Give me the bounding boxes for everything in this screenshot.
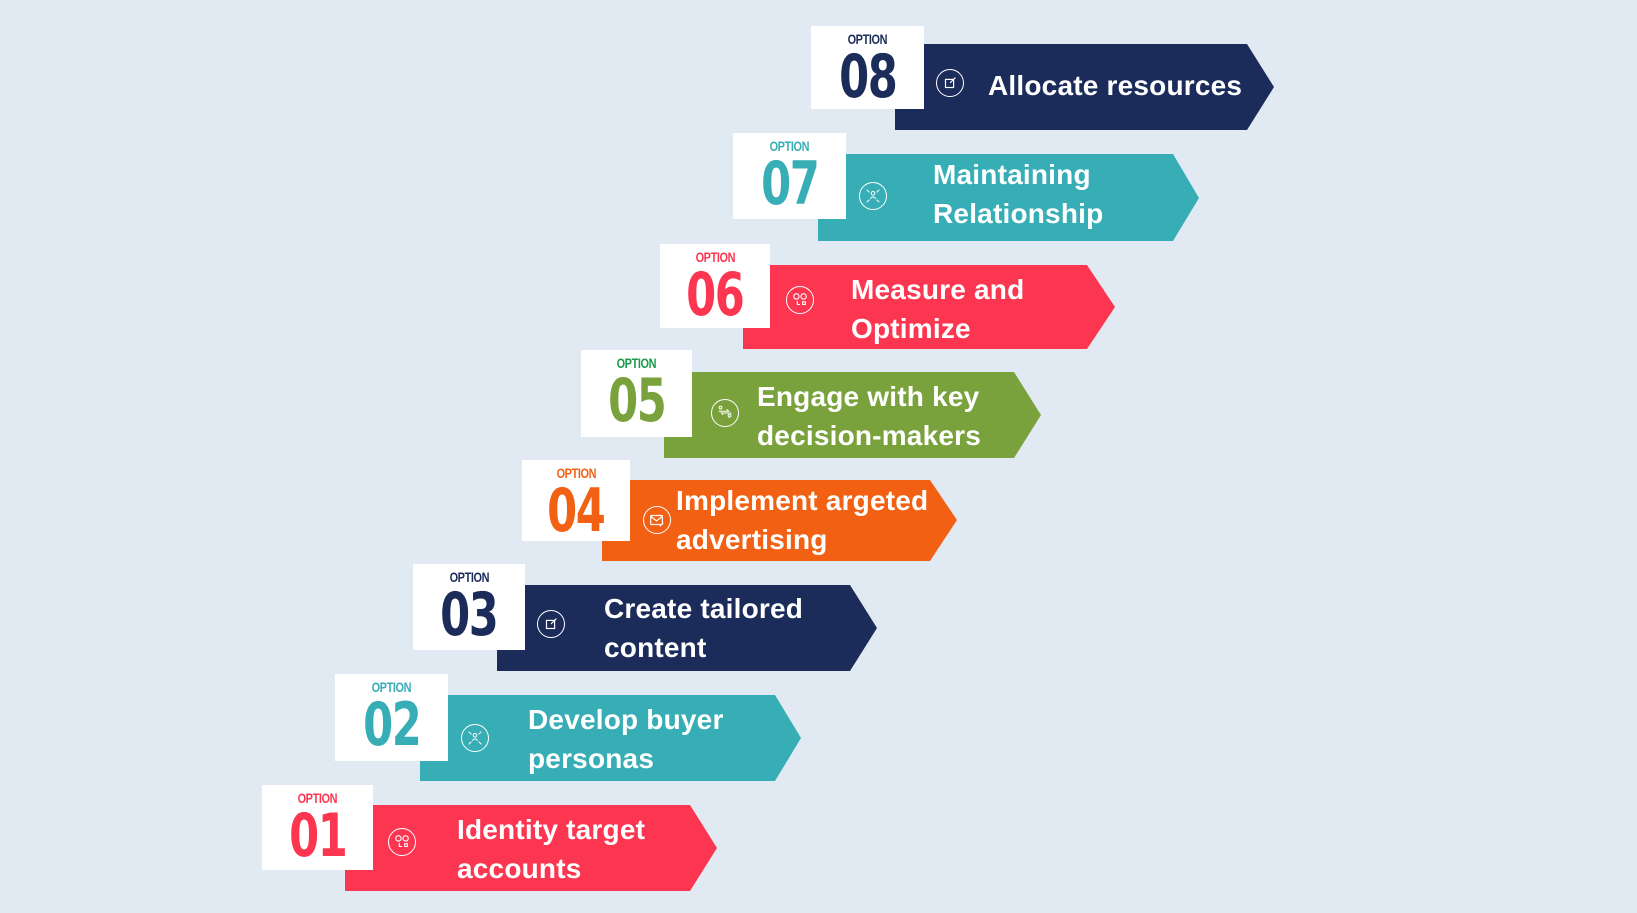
label-line-2: decision-makers: [757, 420, 981, 451]
exchange-people-icon: [711, 399, 739, 427]
label-line-2: advertising: [676, 524, 828, 555]
option-number-box: OPTION 01: [262, 785, 373, 870]
step-label: Implement argeted advertising: [676, 481, 928, 559]
option-number: 08: [838, 42, 898, 112]
option-label: OPTION: [556, 465, 596, 481]
option-label: OPTION: [695, 249, 735, 265]
step-label: Allocate resources: [988, 66, 1242, 105]
option-number: 05: [607, 366, 667, 436]
step-label: Maintaining Relationship: [933, 155, 1103, 233]
people-ideas-icon: [388, 828, 416, 856]
label-line-2: personas: [528, 743, 655, 774]
label-line-2: accounts: [457, 853, 582, 884]
label-line-1: Develop buyer: [528, 704, 724, 735]
option-label: OPTION: [769, 138, 810, 154]
option-number: 01: [288, 801, 348, 871]
option-number-box: OPTION 05: [581, 350, 692, 437]
option-number: 03: [440, 580, 499, 650]
option-number: 06: [686, 260, 745, 330]
option-number: 07: [760, 149, 820, 219]
label-line-2: Optimize: [851, 313, 971, 344]
option-number-box: OPTION 02: [335, 674, 448, 761]
option-label: OPTION: [847, 31, 888, 47]
option-number: 02: [362, 690, 422, 760]
option-label: OPTION: [297, 790, 338, 806]
label-line-1: Allocate resources: [988, 70, 1243, 101]
option-number-box: OPTION 06: [660, 244, 770, 328]
label-line-1: Measure and: [851, 274, 1025, 305]
option-number-box: OPTION 07: [733, 133, 846, 219]
edit-note-icon: [537, 610, 565, 638]
label-line-1: Engage with key: [757, 381, 980, 412]
label-line-1: Identity target: [457, 814, 646, 845]
step-label: Develop buyer personas: [528, 700, 724, 778]
step-label: Measure and Optimize: [851, 270, 1024, 348]
step-label: Create tailored content: [604, 589, 803, 667]
network-people-icon: [461, 724, 489, 752]
option-number-box: OPTION 08: [811, 26, 924, 109]
mail-edit-icon: [643, 506, 671, 534]
edit-note-icon: [936, 69, 964, 97]
option-label: OPTION: [449, 569, 489, 585]
option-label: OPTION: [616, 355, 657, 371]
network-people-icon: [859, 182, 887, 210]
option-number-box: OPTION 04: [522, 460, 630, 541]
step-label: Identity target accounts: [457, 810, 645, 888]
label-line-2: content: [604, 632, 707, 663]
label-line-1: Create tailored: [604, 593, 804, 624]
people-ideas-icon: [786, 286, 814, 314]
option-number-box: OPTION 03: [413, 564, 525, 650]
label-line-1: Maintaining: [933, 159, 1091, 190]
step-label: Engage with key decision-makers: [757, 377, 981, 455]
option-label: OPTION: [371, 679, 412, 695]
label-line-1: Implement argeted: [676, 485, 929, 516]
option-number: 04: [547, 476, 606, 546]
label-line-2: Relationship: [933, 198, 1104, 229]
